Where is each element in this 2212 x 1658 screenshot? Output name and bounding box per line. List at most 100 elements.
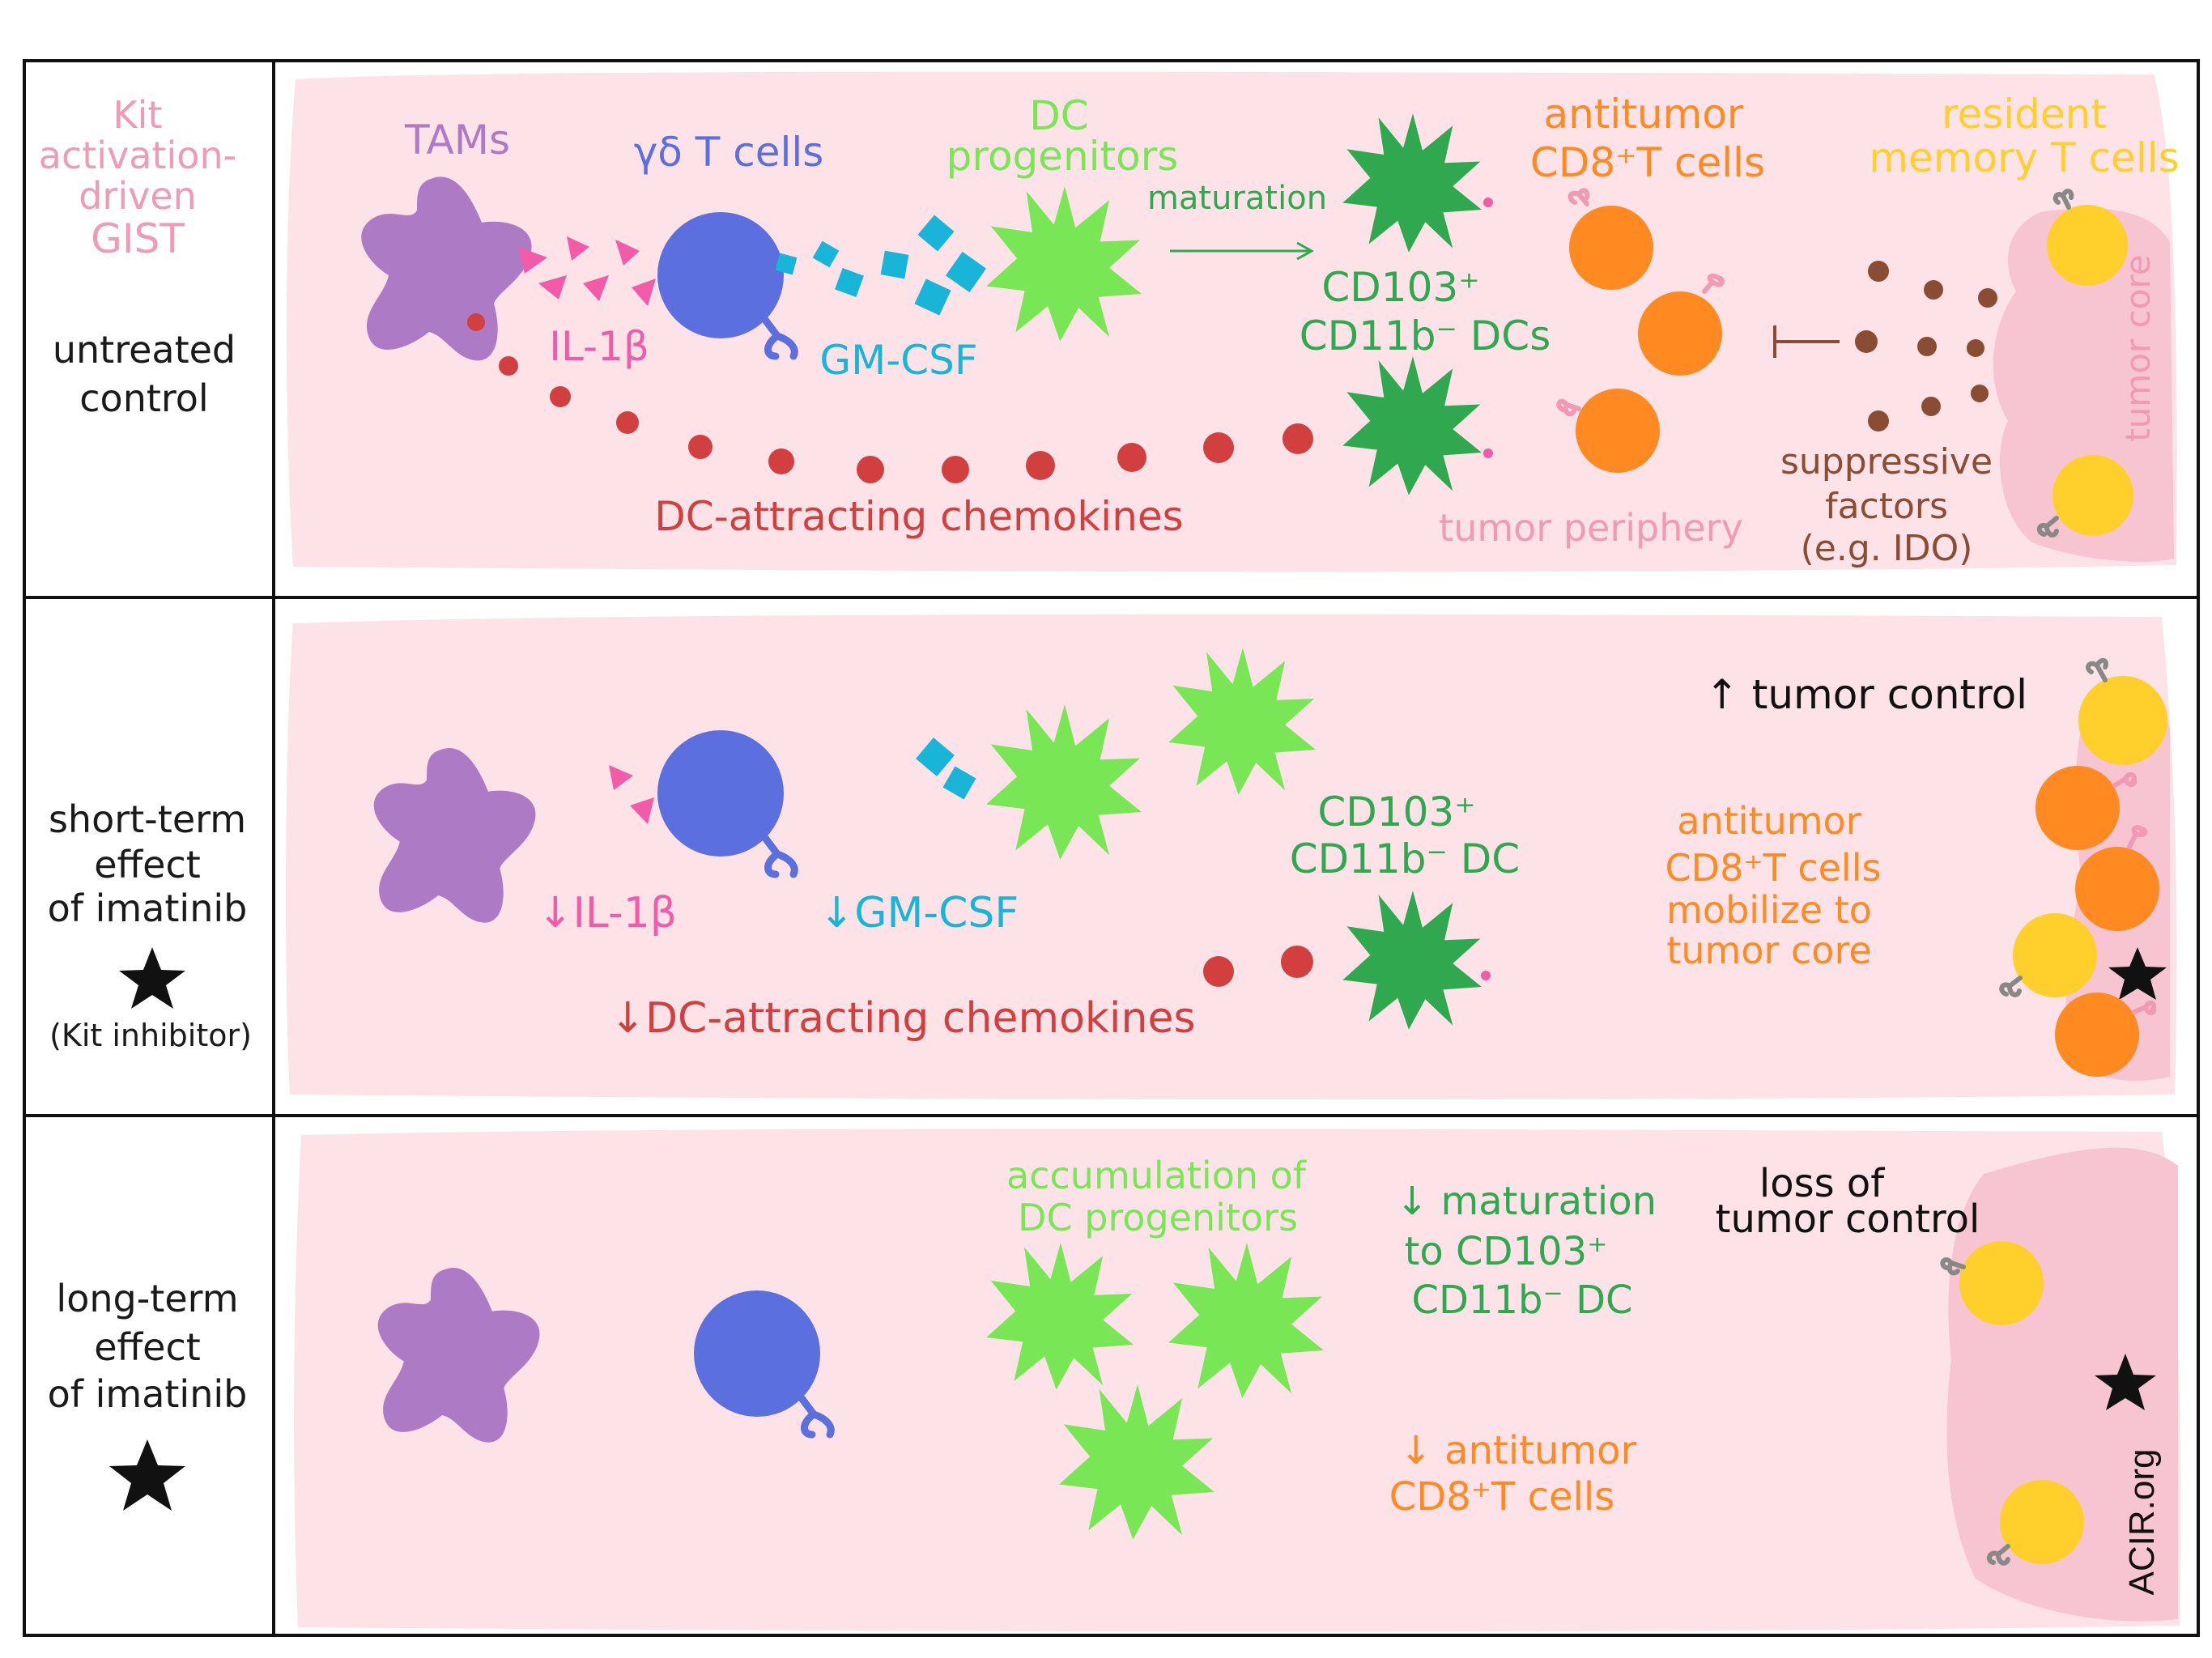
tumor-core-region-row-1 <box>1993 208 2174 562</box>
side-note: (Kit inhibitor) <box>49 1018 252 1053</box>
label-chemokines: ↓DC-attracting chemokines <box>610 994 1195 1043</box>
label-mobilize-3: mobilize to <box>1666 888 1872 932</box>
label-tumor-periphery: tumor periphery <box>1439 506 1743 550</box>
dc-receptor-icon <box>1483 449 1493 458</box>
label-gmcsf: GM-CSF <box>819 337 977 384</box>
label-maturation-3: CD11b⁻ DC <box>1411 1278 1632 1323</box>
label-antitumor-1: antitumor <box>1544 91 1744 138</box>
label-maturation-2: to CD103⁺ <box>1405 1229 1608 1274</box>
label-cd103-2: CD11b⁻ DCs <box>1300 312 1551 359</box>
label-chemokines: DC-attracting chemokines <box>654 493 1183 540</box>
cd8-t-cell <box>1638 291 1722 376</box>
resident-memory-t-cell <box>1959 1241 2044 1325</box>
chemokine-dots <box>467 313 1313 483</box>
label-gmcsf: ↓GM-CSF <box>819 889 1019 937</box>
side-label-row-3: long-term effect of imatinib <box>48 1277 248 1511</box>
tcr-receptor-icon <box>1986 1544 2010 1566</box>
row-2-content: ↓IL-1β ↓GM-CSF CD103⁺ CD11b⁻ DC ↓DC-attr… <box>373 648 2167 1077</box>
star-icon <box>109 1439 185 1511</box>
label-cd103-1: CD103⁺ <box>1317 789 1475 835</box>
row-3-content: accumulation of DC progenitors ↓ maturat… <box>377 1154 2162 1596</box>
cd8-t-cell <box>1576 389 1660 473</box>
side-label-line-2: effect <box>94 843 201 886</box>
gd-t-cell <box>694 1290 820 1417</box>
label-tams: TAMs <box>404 117 510 164</box>
resident-memory-t-cell <box>2013 913 2097 997</box>
tcr-receptor-icon <box>798 1394 835 1439</box>
side-label-line-2: control <box>79 376 208 420</box>
resident-memory-t-cell <box>2000 1480 2084 1564</box>
label-mobilize-1: antitumor <box>1677 799 1861 843</box>
grid <box>23 59 2200 1637</box>
label-antitumor-2: CD8⁺T cells <box>1389 1474 1615 1520</box>
dc-receptor-icon <box>1483 198 1493 207</box>
label-il1b: IL-1β <box>549 323 649 370</box>
side-label-line-1: untreated <box>53 328 236 372</box>
star-icon <box>2108 947 2167 1000</box>
side-label-line-2: effect <box>94 1325 201 1369</box>
label-mobilize-4: tumor core <box>1666 929 1871 972</box>
dc-receptor-icon <box>1481 971 1491 980</box>
tcr-receptor-icon <box>1556 398 1581 417</box>
tcr-receptor-icon <box>2036 516 2059 538</box>
tcr-receptor-icon <box>1568 188 1590 206</box>
tcr-receptor-icon <box>2086 657 2108 682</box>
side-label-row-2: short-term effect of imatinib (Kit inhib… <box>48 797 252 1053</box>
label-maturation-1: ↓ maturation <box>1396 1179 1657 1224</box>
side-label-line-3: of imatinib <box>48 1372 248 1416</box>
label-dc-progenitors-2: progenitors <box>946 133 1179 180</box>
gd-t-cell <box>657 730 784 857</box>
label-il1b: ↓IL-1β <box>538 889 677 937</box>
label-resident-memory-2: memory T cells <box>1869 134 2179 181</box>
side-label-line-1: long-term <box>56 1277 238 1320</box>
label-mobilize-2: CD8⁺T cells <box>1665 846 1882 890</box>
label-loss-1: loss of <box>1759 1161 1885 1206</box>
star-icon <box>2095 1354 2156 1410</box>
tcr-receptor-icon <box>1940 1257 1966 1276</box>
panel-row-2 <box>286 614 2177 1100</box>
label-tumor-core: tumor core <box>2118 254 2158 441</box>
label-suppressive-2: factors <box>1825 486 1948 527</box>
tcr-receptor-icon <box>761 316 798 360</box>
il1b-molecules <box>609 765 654 824</box>
label-maturation: maturation <box>1147 180 1327 217</box>
suppressive-dots <box>1855 261 1997 432</box>
label-tumor-control: ↑ tumor control <box>1705 671 2027 718</box>
resident-memory-t-cell <box>2047 205 2128 286</box>
il1b-molecules <box>518 236 656 306</box>
tcr-receptor-icon <box>761 834 798 878</box>
label-suppressive-3: (e.g. IDO) <box>1801 528 1973 569</box>
watermark: ACIR.org <box>2122 1449 2162 1596</box>
label-loss-2: tumor control <box>1716 1197 1980 1242</box>
tcr-receptor-icon <box>2127 825 2148 849</box>
gmcsf-molecules <box>775 215 987 316</box>
side-label-line-1: short-term <box>49 797 246 841</box>
label-cd103-2: CD11b⁻ DC <box>1290 835 1520 882</box>
label-resident-memory-1: resident <box>1942 91 2107 138</box>
side-label-line-3: of imatinib <box>48 886 248 930</box>
cd8-t-cell <box>2035 766 2120 850</box>
cd8-t-cell <box>1569 206 1653 290</box>
resident-memory-t-cell <box>2078 676 2167 765</box>
label-dc-progenitors-1: DC <box>1029 92 1088 139</box>
label-antitumor-2: CD8⁺T cells <box>1530 139 1765 186</box>
star-icon <box>119 947 185 1009</box>
label-accumulation-1: accumulation of <box>1006 1154 1308 1197</box>
tcr-receptor-icon <box>2052 189 2074 210</box>
panel-row-1 <box>287 71 2177 572</box>
side-title-line-3: driven <box>79 174 197 218</box>
resident-memory-t-cell <box>2052 455 2133 536</box>
cd8-t-cell <box>2055 993 2139 1077</box>
label-gd-t-cells: γδ T cells <box>634 129 824 176</box>
side-title-line-1: Kit <box>113 93 163 137</box>
tcr-receptor-icon <box>2112 772 2138 788</box>
chemokine-dots <box>1203 946 1313 987</box>
row-1-content: TAMs IL-1β γδ T cells GM-CSF DC <box>361 91 2180 569</box>
label-accumulation-2: DC progenitors <box>1018 1196 1298 1239</box>
side-title-line-2: activation- <box>39 134 236 177</box>
tcr-receptor-icon <box>1702 274 1725 294</box>
label-antitumor-1: ↓ antitumor <box>1400 1428 1637 1473</box>
label-cd103-1: CD103⁺ <box>1321 264 1479 311</box>
cd8-t-cell <box>2075 847 2159 931</box>
